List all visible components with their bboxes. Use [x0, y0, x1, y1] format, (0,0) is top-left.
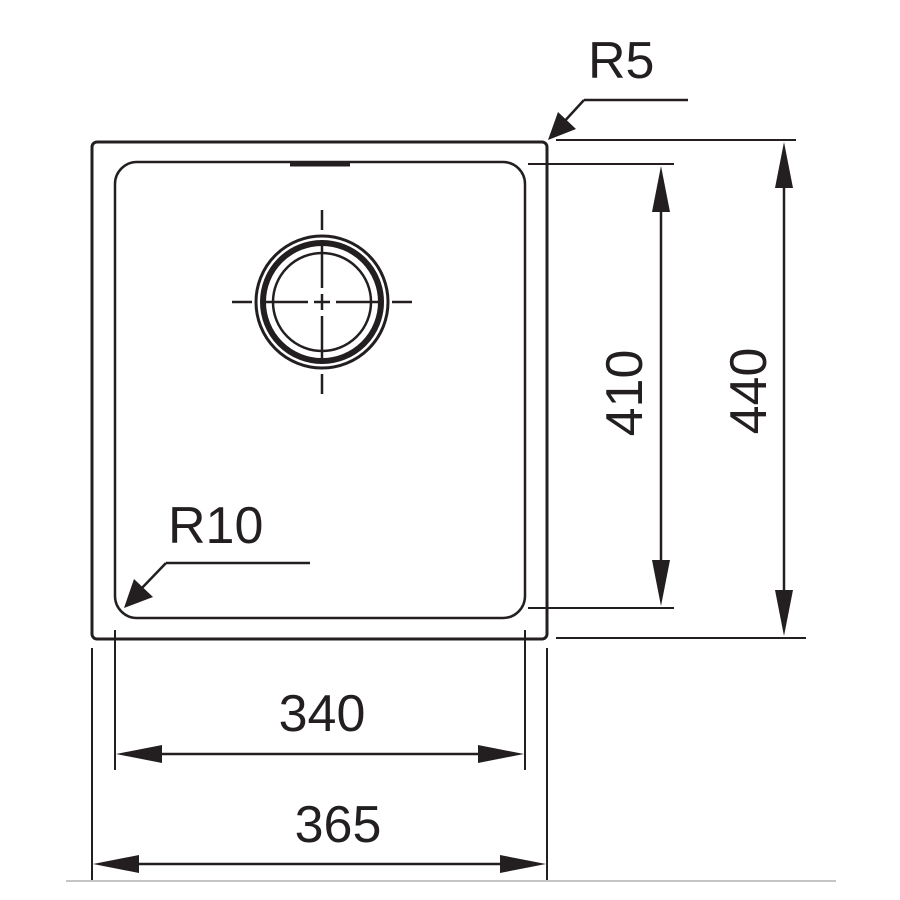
drain-outer-ring [254, 234, 390, 370]
dimension-410: 410 [528, 163, 674, 609]
r5-label: R5 [588, 32, 654, 90]
outer-rim [90, 140, 549, 641]
height-410-label: 410 [596, 350, 654, 437]
r10-label: R10 [168, 497, 263, 555]
dimension-340: 340 [114, 630, 526, 770]
dimension-440: 440 [556, 139, 806, 639]
r5-arrowhead [548, 112, 576, 140]
r10-callout: R10 [124, 497, 310, 608]
r10-arrowhead [124, 579, 153, 608]
width-340-label: 340 [279, 685, 366, 743]
height-440-label: 440 [720, 348, 778, 435]
dimension-365: 365 [91, 648, 548, 880]
width-365-label: 365 [295, 796, 382, 854]
r5-callout: R5 [548, 32, 688, 140]
drain [232, 210, 412, 394]
